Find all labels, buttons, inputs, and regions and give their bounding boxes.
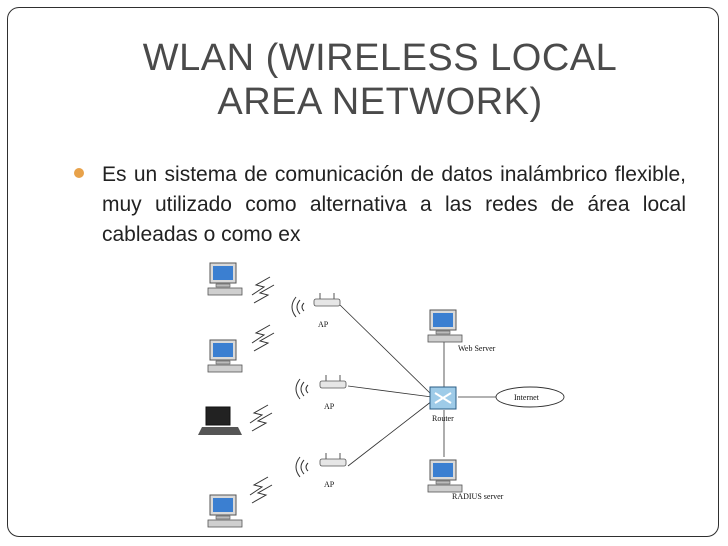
title-line-1: WLAN (WIRELESS LOCAL [142, 37, 618, 79]
internet-label: Internet [514, 393, 540, 402]
link-ap3-router [347, 400, 433, 467]
radio-waves-icon [291, 296, 305, 318]
internet-cloud-icon [495, 386, 565, 408]
wireless-signal-icon [249, 404, 273, 432]
web-server-icon [427, 309, 463, 343]
router-label: Router [432, 414, 454, 423]
bullet-item: Es un sistema de comunicación de datos i… [74, 160, 686, 250]
access-point-icon [319, 374, 347, 389]
ap-label: AP [324, 480, 335, 489]
router-icon [429, 386, 457, 410]
slide-frame [7, 7, 719, 537]
slide-title: WLAN (WIRELESS LOCAL AREA NETWORK) [110, 36, 650, 124]
access-point-icon [313, 292, 341, 307]
wireless-signal-icon [249, 476, 273, 504]
title-line-2: AREA NETWORK) [217, 81, 543, 123]
access-point-icon [319, 452, 347, 467]
link-ap2-router [347, 385, 433, 398]
computer-icon [207, 262, 243, 296]
link-ap1-router [339, 304, 433, 396]
web-server-label: Web Server [458, 344, 496, 353]
wireless-signal-icon [251, 324, 275, 352]
radius-server-icon [427, 459, 463, 493]
computer-icon [207, 494, 243, 528]
radio-waves-icon [295, 378, 309, 400]
radio-waves-icon [295, 456, 309, 478]
bullet-dot-icon [74, 168, 84, 178]
laptop-icon [198, 406, 242, 435]
radius-server-label: RADIUS server [452, 492, 504, 501]
wlan-network-diagram: AP AP AP Web Server Router RADIUS server… [198, 262, 565, 528]
ap-label: AP [318, 320, 329, 329]
bullet-text: Es un sistema de comunicación de datos i… [102, 163, 686, 246]
computer-icon [207, 339, 243, 373]
ap-label: AP [324, 402, 335, 411]
wireless-signal-icon [251, 276, 275, 304]
